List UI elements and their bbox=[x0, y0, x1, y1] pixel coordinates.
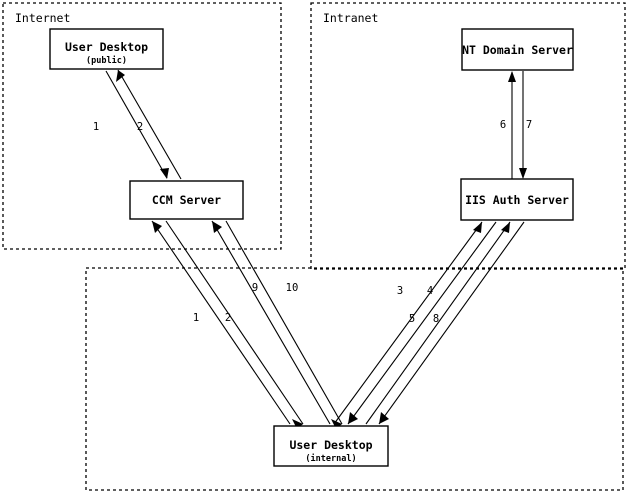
flow-line-2-ccm-to-internal bbox=[165, 220, 304, 429]
node-label-ccm-server: CCM Server bbox=[152, 193, 221, 207]
arrow-head-5 bbox=[501, 222, 510, 233]
node-label-user-desktop-public: User Desktop bbox=[65, 40, 148, 54]
node-sublabel-user-desktop-public: (public) bbox=[86, 55, 127, 66]
arrow-head-2b bbox=[292, 419, 303, 429]
arrow-head-8 bbox=[379, 412, 389, 424]
flow-line-3-internal-to-iis bbox=[333, 221, 483, 425]
flow-line-7-nt-to-iis bbox=[519, 71, 527, 179]
arrow-head-7 bbox=[519, 168, 527, 179]
arrow-head-2 bbox=[116, 70, 125, 82]
zone-internal-boundary bbox=[85, 267, 624, 491]
flow-line-6-iis-to-nt bbox=[508, 71, 516, 179]
arrow-head-1 bbox=[160, 168, 169, 179]
flow-line-2-ccm-to-public bbox=[116, 69, 182, 180]
node-ccm-server[interactable]: CCM Server bbox=[129, 180, 244, 220]
zone-internet-boundary bbox=[2, 2, 282, 250]
node-iis-auth-server[interactable]: IIS Auth Server bbox=[460, 178, 574, 221]
node-nt-domain-server[interactable]: NT Domain Server bbox=[461, 28, 574, 71]
zone-label-intranet: Intranet bbox=[323, 11, 378, 25]
zone-label-internet: Internet bbox=[15, 11, 70, 25]
flow-line-8-iis-to-internal bbox=[378, 221, 525, 425]
step-label-1-public: 1 bbox=[93, 121, 99, 133]
step-label-10: 10 bbox=[286, 282, 299, 294]
arrow-head-6 bbox=[508, 71, 516, 82]
step-label-6: 6 bbox=[500, 119, 506, 131]
flow-line-1-public-to-ccm bbox=[105, 70, 169, 179]
node-label-nt-domain-server: NT Domain Server bbox=[462, 43, 573, 57]
arrow-head-4 bbox=[348, 412, 358, 424]
arrow-head-1b bbox=[152, 221, 162, 233]
step-label-2-internal: 2 bbox=[225, 312, 231, 324]
step-label-9: 9 bbox=[252, 282, 258, 294]
step-label-5: 5 bbox=[409, 313, 415, 325]
step-label-7: 7 bbox=[526, 119, 532, 131]
step-label-2-public: 2 bbox=[137, 121, 143, 133]
arrow-head-9 bbox=[212, 221, 222, 233]
zone-intranet-boundary bbox=[310, 2, 626, 270]
node-user-desktop-public[interactable]: User Desktop (public) bbox=[49, 28, 164, 70]
step-label-3: 3 bbox=[397, 285, 403, 297]
zone-group bbox=[2, 2, 626, 491]
node-user-desktop-internal[interactable]: User Desktop (internal) bbox=[273, 425, 389, 467]
flow-line-1-internal-to-ccm bbox=[151, 220, 291, 425]
flow-line-4-iis-to-internal bbox=[347, 221, 497, 425]
step-label-4: 4 bbox=[427, 285, 433, 297]
node-sublabel-user-desktop-internal: (internal) bbox=[305, 453, 356, 464]
flow-line-9-internal-to-ccm bbox=[211, 220, 331, 425]
node-label-iis-auth-server: IIS Auth Server bbox=[465, 193, 569, 207]
flow-line-5-internal-to-iis bbox=[365, 221, 511, 425]
arrow-head-10 bbox=[331, 419, 342, 429]
node-label-user-desktop-internal: User Desktop bbox=[289, 438, 372, 452]
step-label-1-internal: 1 bbox=[193, 312, 199, 324]
flow-line-10-ccm-to-internal bbox=[225, 220, 343, 429]
step-label-8: 8 bbox=[433, 313, 439, 325]
arrow-head-3 bbox=[473, 222, 482, 233]
